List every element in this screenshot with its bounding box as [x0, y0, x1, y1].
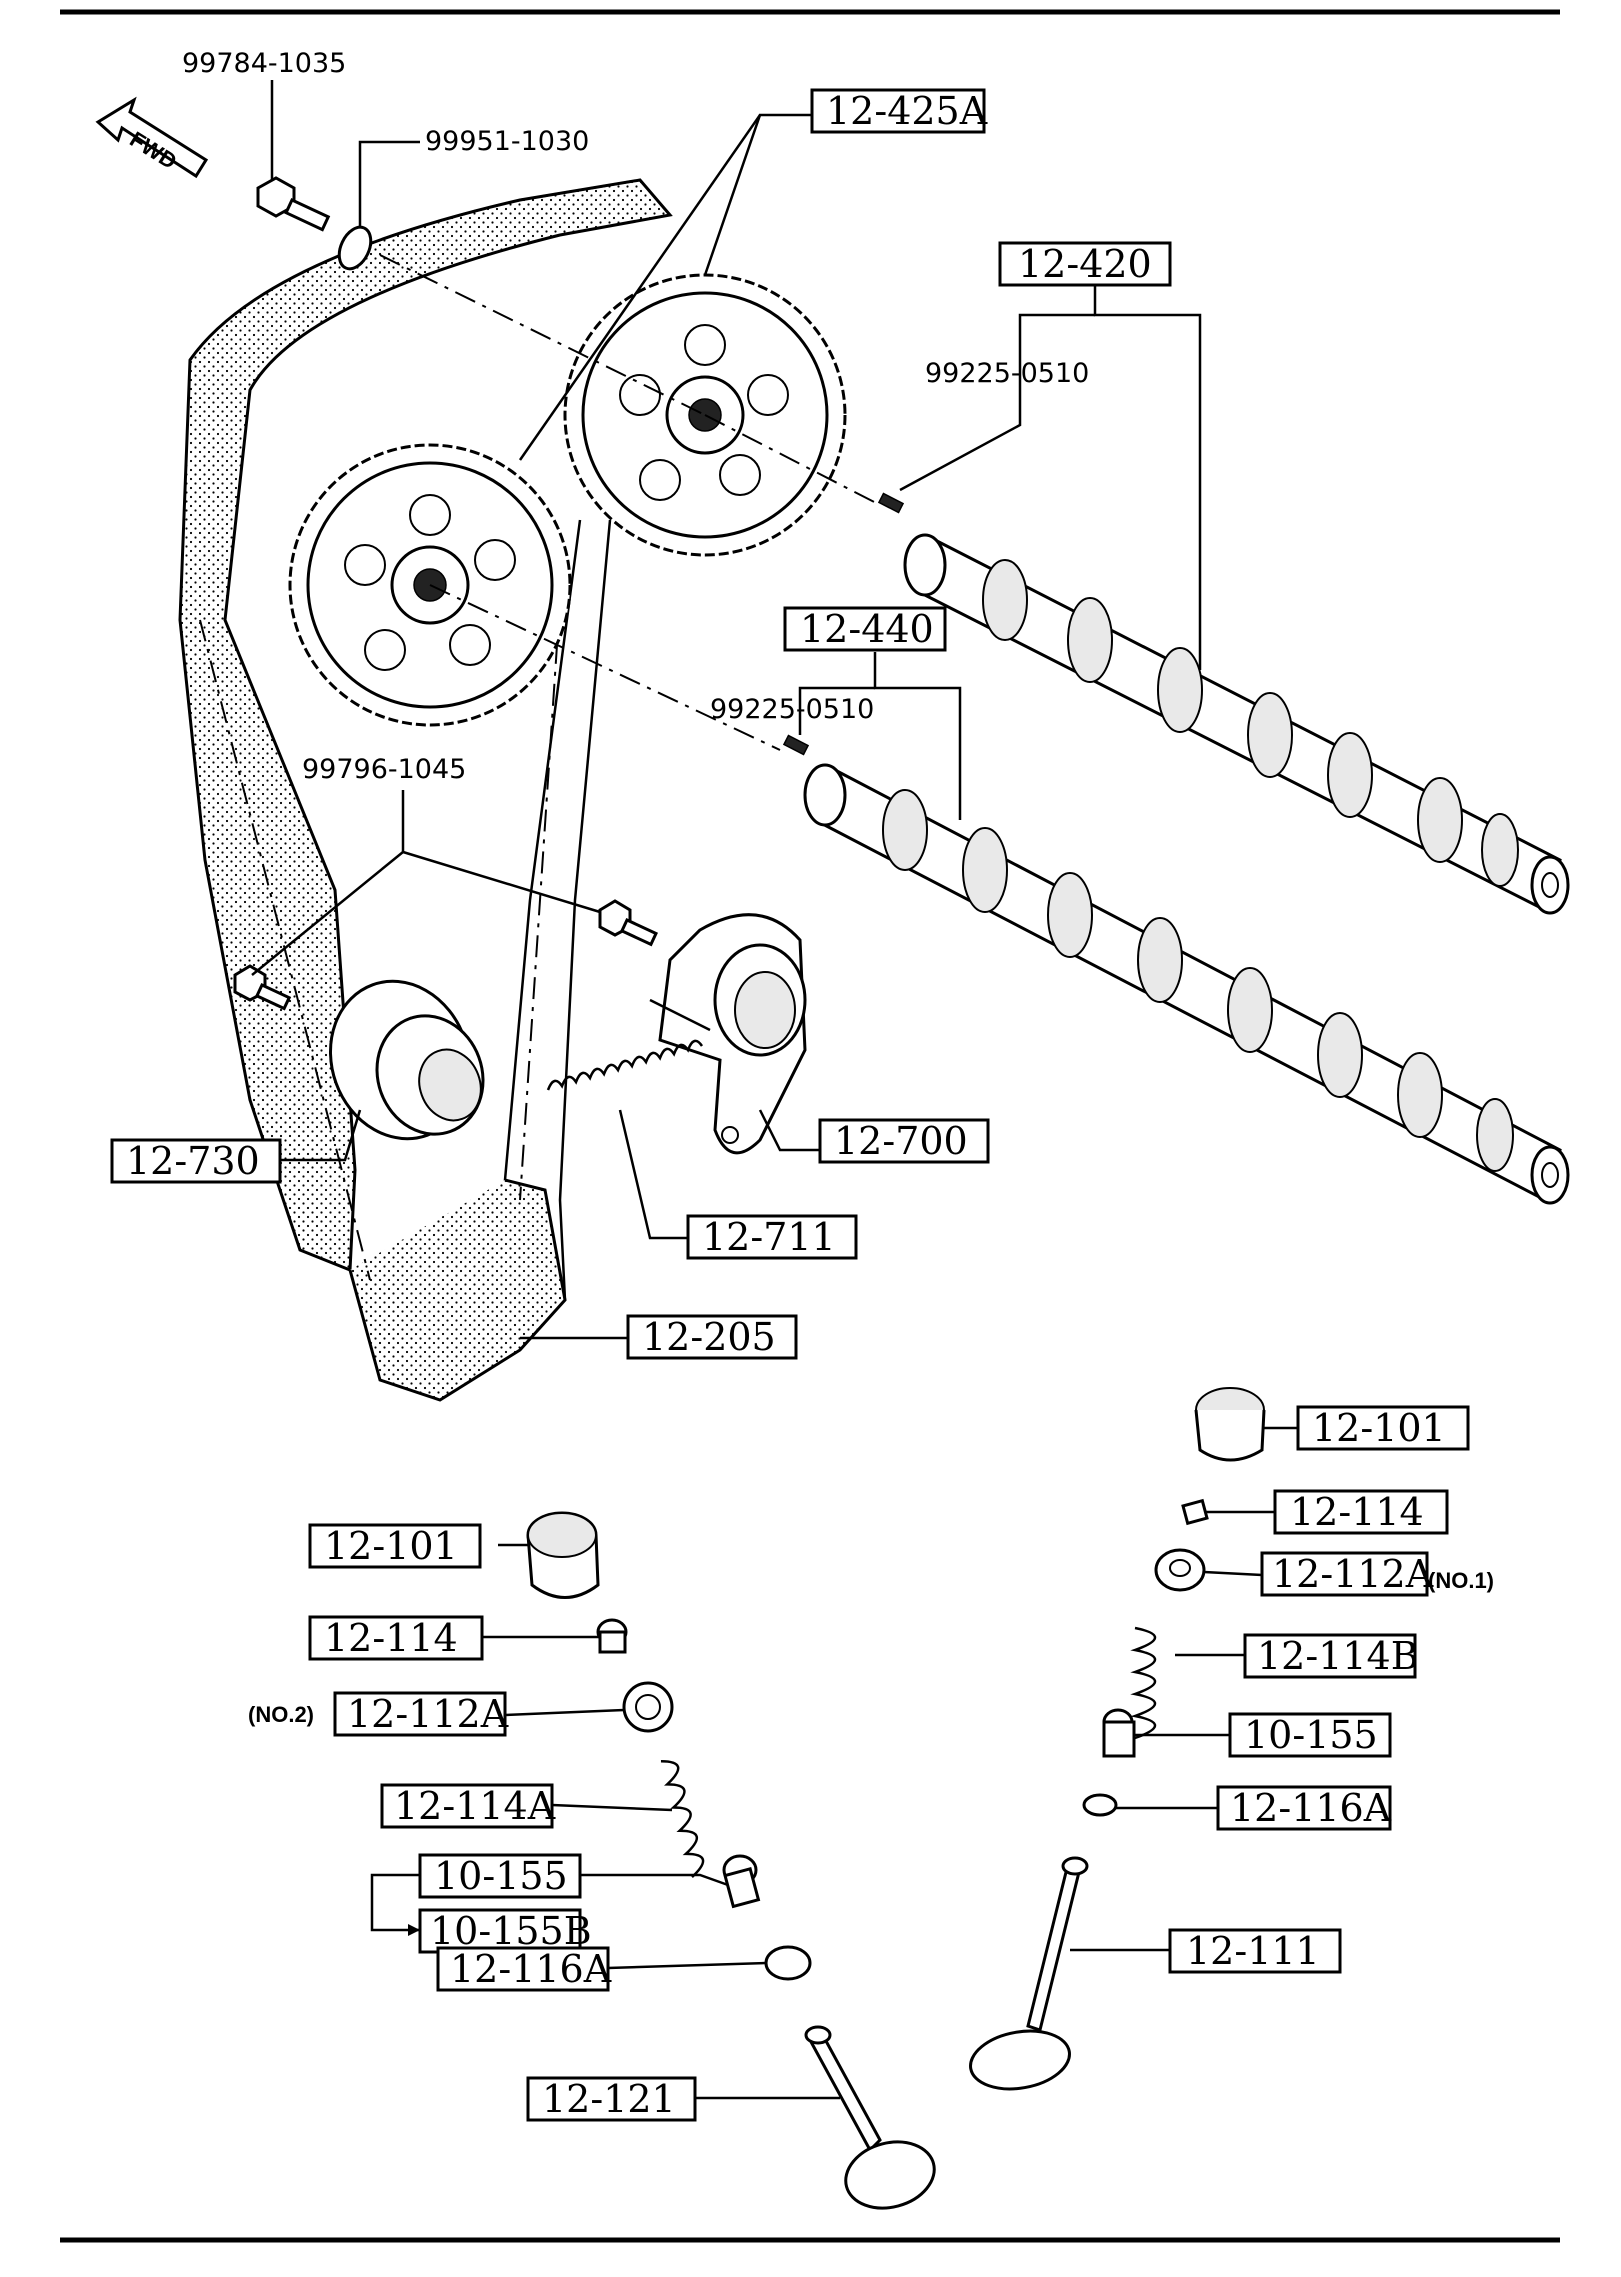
tappet-right	[1194, 1387, 1266, 1462]
label-12-205: 12-205	[626, 1314, 798, 1360]
svg-text:12-114B: 12-114B	[1257, 1634, 1419, 1678]
label-12-440: 12-440	[783, 606, 947, 652]
svg-text:12-112A: 12-112A	[347, 1692, 509, 1736]
washer-right	[1082, 1793, 1118, 1817]
label-12-700: 12-700	[818, 1118, 990, 1164]
label-12-730: 12-730	[110, 1138, 282, 1184]
svg-text:12-730: 12-730	[126, 1139, 260, 1183]
svg-text:12-425A: 12-425A	[826, 89, 988, 133]
label-99796-1045: 99796-1045	[302, 754, 466, 785]
svg-text:12-700: 12-700	[834, 1119, 968, 1163]
valve-spring-left	[660, 1759, 705, 1879]
spring-seat-right	[1154, 1548, 1206, 1592]
svg-text:12-116A: 12-116A	[1230, 1786, 1392, 1830]
label-99225-0510-top: 99225-0510	[925, 358, 1089, 389]
label-12-114A: 12-114A	[380, 1783, 556, 1829]
washer-left	[764, 1945, 812, 1981]
valve-seal-right	[1102, 1708, 1136, 1758]
adjusting-shim-right	[1181, 1498, 1209, 1526]
label-10-155-right: 10-155	[1228, 1712, 1392, 1758]
label-12-711: 12-711	[686, 1214, 858, 1260]
tappet-left	[526, 1511, 600, 1599]
label-12-116A-right: 12-116A	[1216, 1785, 1392, 1831]
valve-left	[804, 2025, 936, 2210]
label-12-420: 12-420	[998, 241, 1172, 287]
label-12-111: 12-111	[1168, 1928, 1342, 1974]
spring-seat-left	[622, 1681, 674, 1733]
label-12-114-left: 12-114	[308, 1615, 484, 1661]
label-10-155-left: 10-155	[418, 1853, 582, 1899]
label-12-112A-right: 12-112A	[1260, 1551, 1434, 1597]
bolt-icon	[256, 176, 331, 232]
svg-text:12-440: 12-440	[800, 607, 934, 651]
svg-text:10-155B: 10-155B	[430, 1909, 592, 1953]
label-12-425A: 12-425A	[810, 88, 988, 134]
svg-text:12-116A: 12-116A	[450, 1947, 612, 1991]
svg-text:12-420: 12-420	[1018, 242, 1152, 286]
svg-text:12-114A: 12-114A	[394, 1784, 556, 1828]
note-no2: (NO.2)	[248, 1702, 314, 1727]
svg-text:12-121: 12-121	[542, 2077, 676, 2121]
label-12-112A-left: 12-112A	[333, 1691, 509, 1737]
label-12-121: 12-121	[526, 2076, 697, 2122]
svg-text:12-101: 12-101	[324, 1524, 458, 1568]
valve-right	[969, 1856, 1089, 2091]
label-12-101-right: 12-101	[1296, 1405, 1470, 1451]
svg-text:10-155: 10-155	[434, 1854, 568, 1898]
label-99225-0510-bottom: 99225-0510	[710, 694, 874, 725]
valve-spring-right	[1130, 1626, 1157, 1740]
dowel-pin-upper	[877, 492, 905, 514]
camshaft-upper	[903, 533, 1570, 915]
idler-bolt-icon	[233, 964, 292, 1011]
svg-text:12-101: 12-101	[1312, 1406, 1446, 1450]
timing-belt	[178, 178, 673, 1402]
label-12-114B: 12-114B	[1243, 1633, 1419, 1679]
svg-text:12-114: 12-114	[1290, 1490, 1424, 1534]
label-12-101-left: 12-101	[308, 1523, 482, 1569]
note-no1: (NO.1)	[1428, 1568, 1494, 1593]
svg-text:12-711: 12-711	[702, 1215, 836, 1259]
label-12-116A-left: 12-116A	[436, 1946, 612, 1992]
label-99784-1035: 99784-1035	[182, 48, 346, 79]
adjusting-shim-left	[596, 1618, 628, 1654]
idler-pulley	[328, 979, 485, 1141]
label-99951-1030: 99951-1030	[425, 126, 589, 157]
fwd-arrow-icon: FWD	[95, 96, 209, 179]
tensioner-spring-icon	[546, 1039, 704, 1091]
valve-seal-left	[722, 1854, 761, 1909]
tensioner-bolt-icon	[598, 899, 658, 947]
svg-text:12-112A: 12-112A	[1272, 1552, 1434, 1596]
svg-text:12-205: 12-205	[642, 1315, 776, 1359]
tensioner-pulley	[649, 913, 807, 1155]
washer-icon	[337, 225, 373, 271]
label-10-155B: 10-155B	[418, 1908, 592, 1954]
svg-text:12-114: 12-114	[324, 1616, 458, 1660]
dowel-pin-lower	[782, 734, 810, 756]
svg-text:12-111: 12-111	[1186, 1929, 1320, 1973]
svg-text:10-155: 10-155	[1244, 1713, 1378, 1757]
label-12-114-right: 12-114	[1273, 1489, 1449, 1535]
camshaft-lower	[803, 763, 1570, 1205]
